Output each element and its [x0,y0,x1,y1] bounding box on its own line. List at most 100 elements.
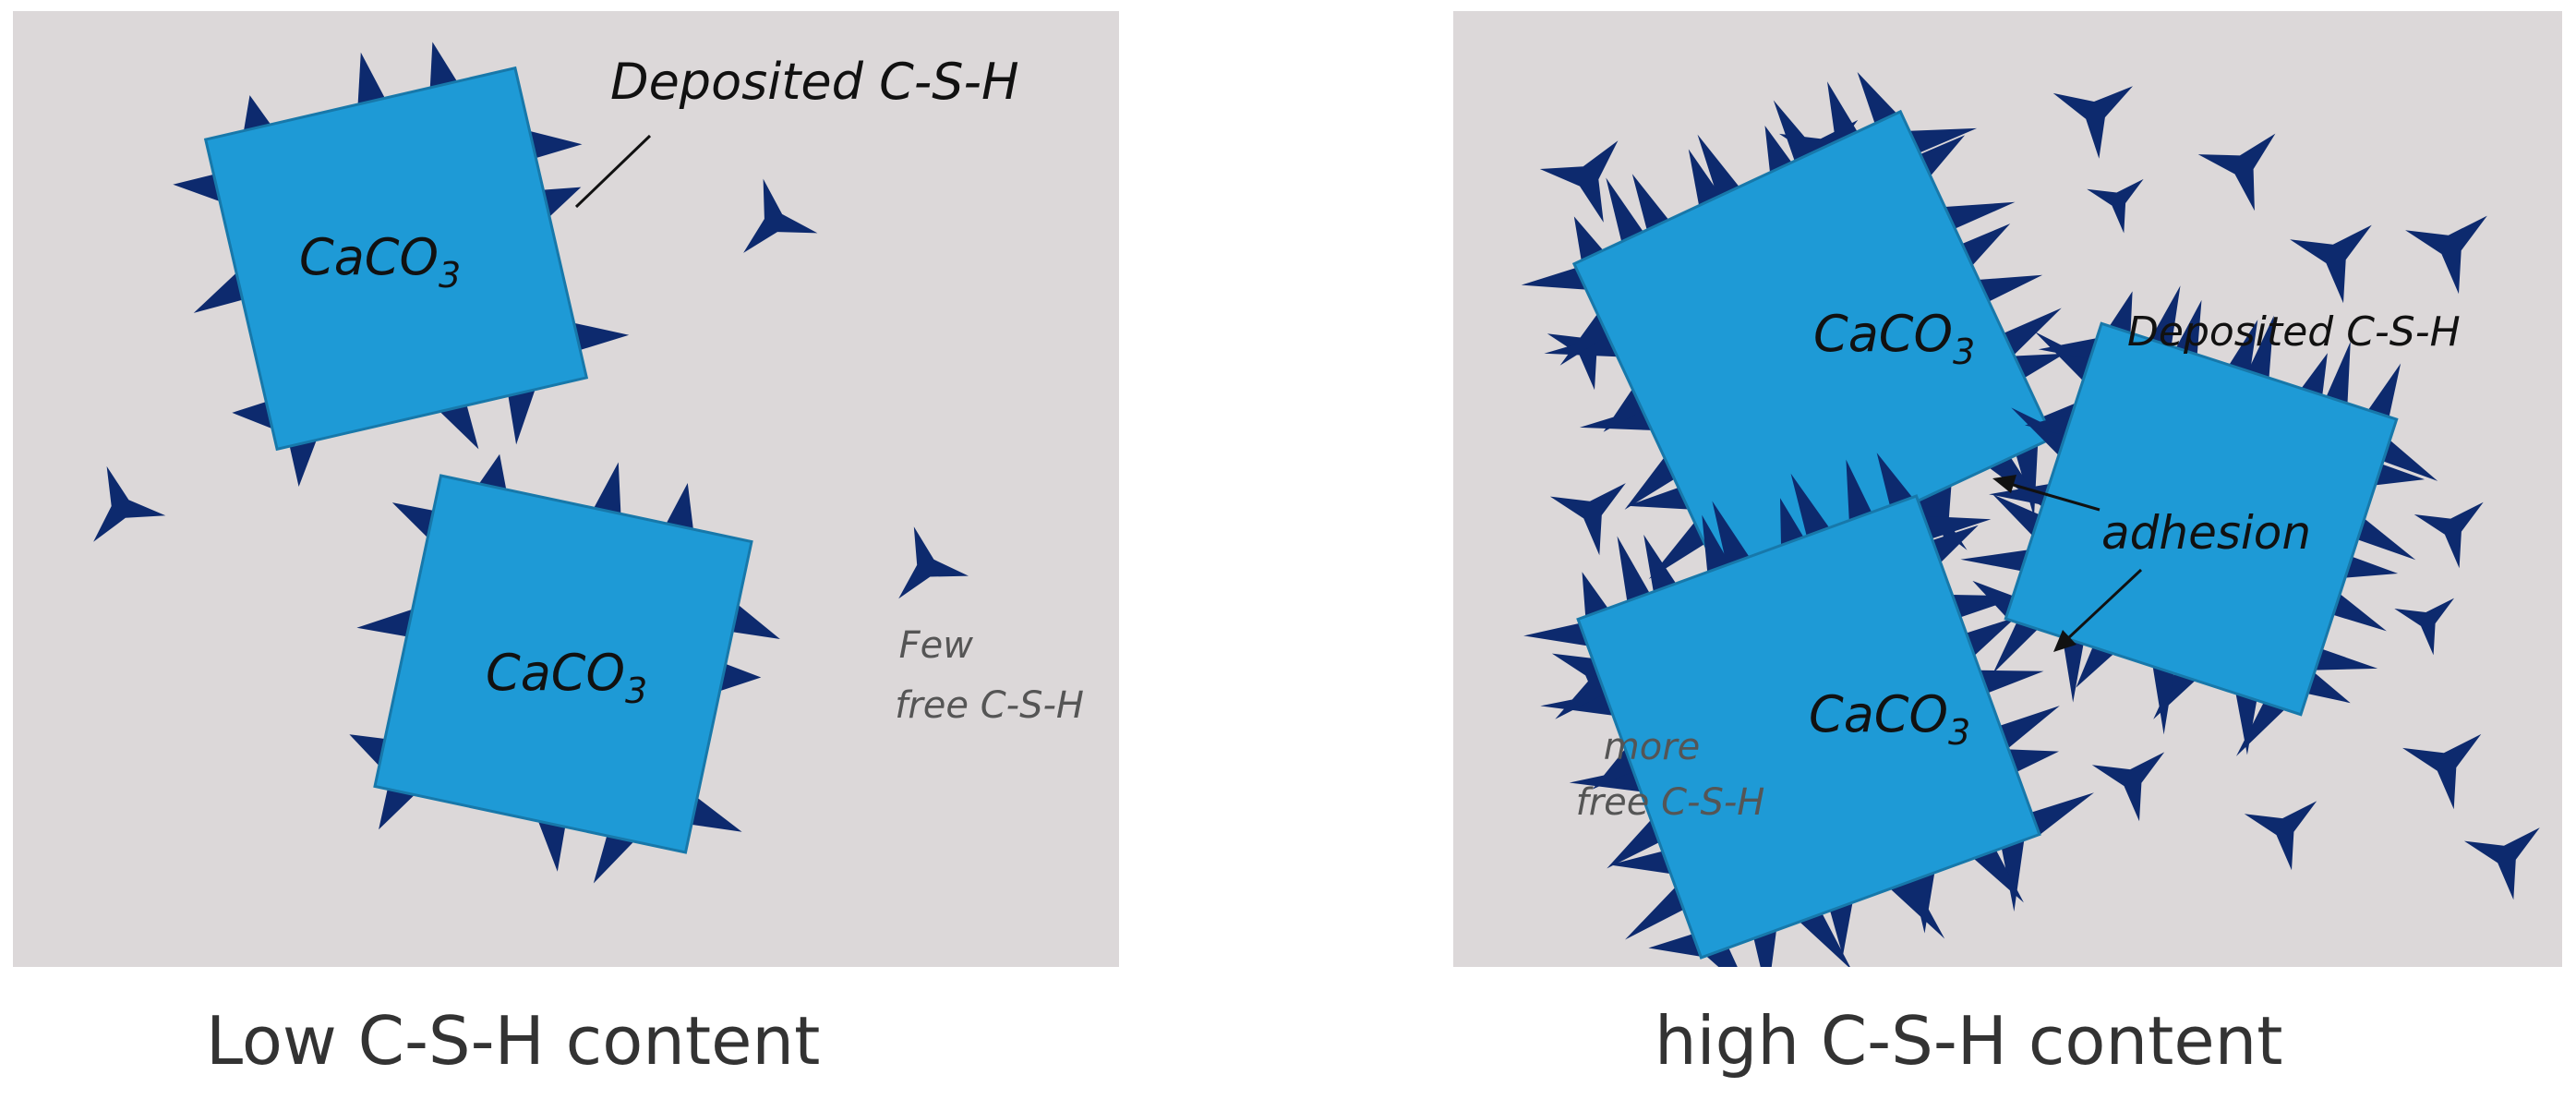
deposited-csh-spike [2229,320,2258,372]
deposited-csh-spike [1643,534,1677,592]
deposited-csh-spike [666,483,693,530]
deposited-csh-spike [2326,341,2351,404]
deposited-csh-spike [1920,135,1966,176]
deposited-csh-label: Deposited C-S-H [610,53,1019,111]
deposited-csh-spike [1625,887,1684,940]
deposited-csh-spike [2332,594,2387,632]
free-csh-label: free C-S-H [895,684,1084,727]
free-csh-shape [2463,827,2540,900]
caco3-label-1: CaCO3 [299,228,461,296]
more-free-label-group: more free C-S-H [1576,726,1765,824]
subscript-3: 3 [1948,712,1970,753]
deposited-csh-spike [1753,930,1776,967]
deposited-csh-spike [593,835,634,884]
subscript-3: 3 [625,670,647,711]
deposited-csh-spike [1992,494,2040,537]
deposited-csh-spike [1890,880,1945,939]
deposited-csh-spike [244,95,271,131]
free-csh-shape [2087,178,2144,234]
deposited-csh-spike [2345,556,2399,578]
deposited-csh-spike [1631,174,1669,230]
deposited-csh-spike [1932,525,1979,563]
deposited-csh-spike [594,462,621,514]
caco3-label-1: CaCO3 [1813,305,1975,372]
low-csh-panel: Deposited C-S-H Few free C-S-H CaCO3 CaC… [13,11,1119,967]
deposited-csh-spike [1607,819,1659,869]
caco3-text: CaCO [1809,685,1948,743]
deposited-csh-spike [1830,902,1853,957]
subscript-3: 3 [1953,332,1975,372]
deposited-csh-spike [1790,473,1830,537]
deposited-csh-spike [173,174,221,202]
deposited-label-group: Deposited C-S-H [574,53,1019,209]
deposited-csh-spike [1992,622,2039,674]
svg-text:CaCO3: CaCO3 [486,644,647,711]
caco3-square [373,474,753,854]
deposited-csh-spike [1712,501,1750,565]
svg-text:CaCO3: CaCO3 [1813,305,1975,372]
deposited-csh-spike [439,405,479,450]
deposited-csh-label: Deposited C-S-H [2127,308,2461,356]
more-label: more [1604,726,1701,768]
caco3-particle-group [173,42,780,884]
deposited-csh-spike [1979,274,2043,302]
deposited-csh-spike [1592,748,1634,790]
adhesion-label: adhesion [2101,506,2311,560]
free-csh-shape [2197,133,2276,211]
deposited-csh-spike [2235,693,2257,755]
caco3-text: CaCO [486,644,625,702]
deposited-csh-spike [1857,72,1897,124]
deposited-csh-spike [2307,672,2351,704]
deposited-csh-spike [1923,515,1992,539]
deposited-csh-spike [1876,453,1913,506]
svg-text:CaCO3: CaCO3 [1809,685,1970,753]
deposited-csh-spike [691,797,742,832]
adhesion-arrow-upper [2009,482,2101,512]
deposited-csh-spike [2000,706,2060,749]
deposited-csh-spike [1960,550,2028,572]
deposited-csh-spike [1523,622,1588,646]
few-label: Few [899,624,974,667]
deposited-csh-spike [2034,332,2090,381]
free-csh-shape [2413,501,2484,569]
deposited-csh-spike [1603,389,1643,432]
deposited-csh-spike [537,821,566,872]
deposited-csh-spike [2014,353,2065,379]
svg-text:CaCO3: CaCO3 [299,228,461,296]
deposited-csh-spike [1582,572,1608,617]
deposited-leader-line [574,134,652,209]
adhesion-group: adhesion [1992,475,2311,652]
deposited-csh-spike [193,272,243,313]
deposited-csh-spike [2375,464,2426,486]
deposited-csh-spike [429,42,458,88]
deposited-csh-spike [1521,268,1586,290]
caco3-square [1576,494,2041,960]
adhesion-arrowhead-upper [1992,475,2016,493]
caco3-particle [1960,285,2438,756]
free-csh-shape [2052,86,2133,159]
deposited-csh-spike [2004,308,2062,356]
free-csh-shape [2091,752,2165,822]
deposited-csh-spike [356,609,413,637]
caco3-text: CaCO [1813,305,1953,363]
high-csh-panel: Deposited C-S-H adhesion more free C-S-H… [1453,11,2562,967]
low-csh-caption: Low C-S-H content [206,1002,821,1080]
deposited-csh-spike [508,389,536,445]
deposited-csh-spike [2175,299,2202,355]
caco3-square [2004,321,2399,717]
adhesion-arrow-lower [2065,568,2143,641]
deposited-csh-spike [1944,201,2016,229]
deposited-csh-spike [2025,414,2073,436]
caco3-particle [1523,453,2094,967]
high-csh-diagram: Deposited C-S-H adhesion more free C-S-H… [1521,72,2540,967]
caco3-particle-group [1521,72,2438,967]
deposited-csh-spike [1573,216,1604,260]
deposited-csh-spike [2247,315,2274,379]
deposited-csh-spike [1909,127,1978,153]
free-csh-shape [93,465,166,542]
caco3-label-2: CaCO3 [1809,685,1970,753]
deposited-csh-spike [1780,498,1804,546]
deposited-csh-spike [232,402,272,429]
free-csh-label: free C-S-H [1576,781,1765,824]
deposited-csh-spike [2011,407,2066,456]
